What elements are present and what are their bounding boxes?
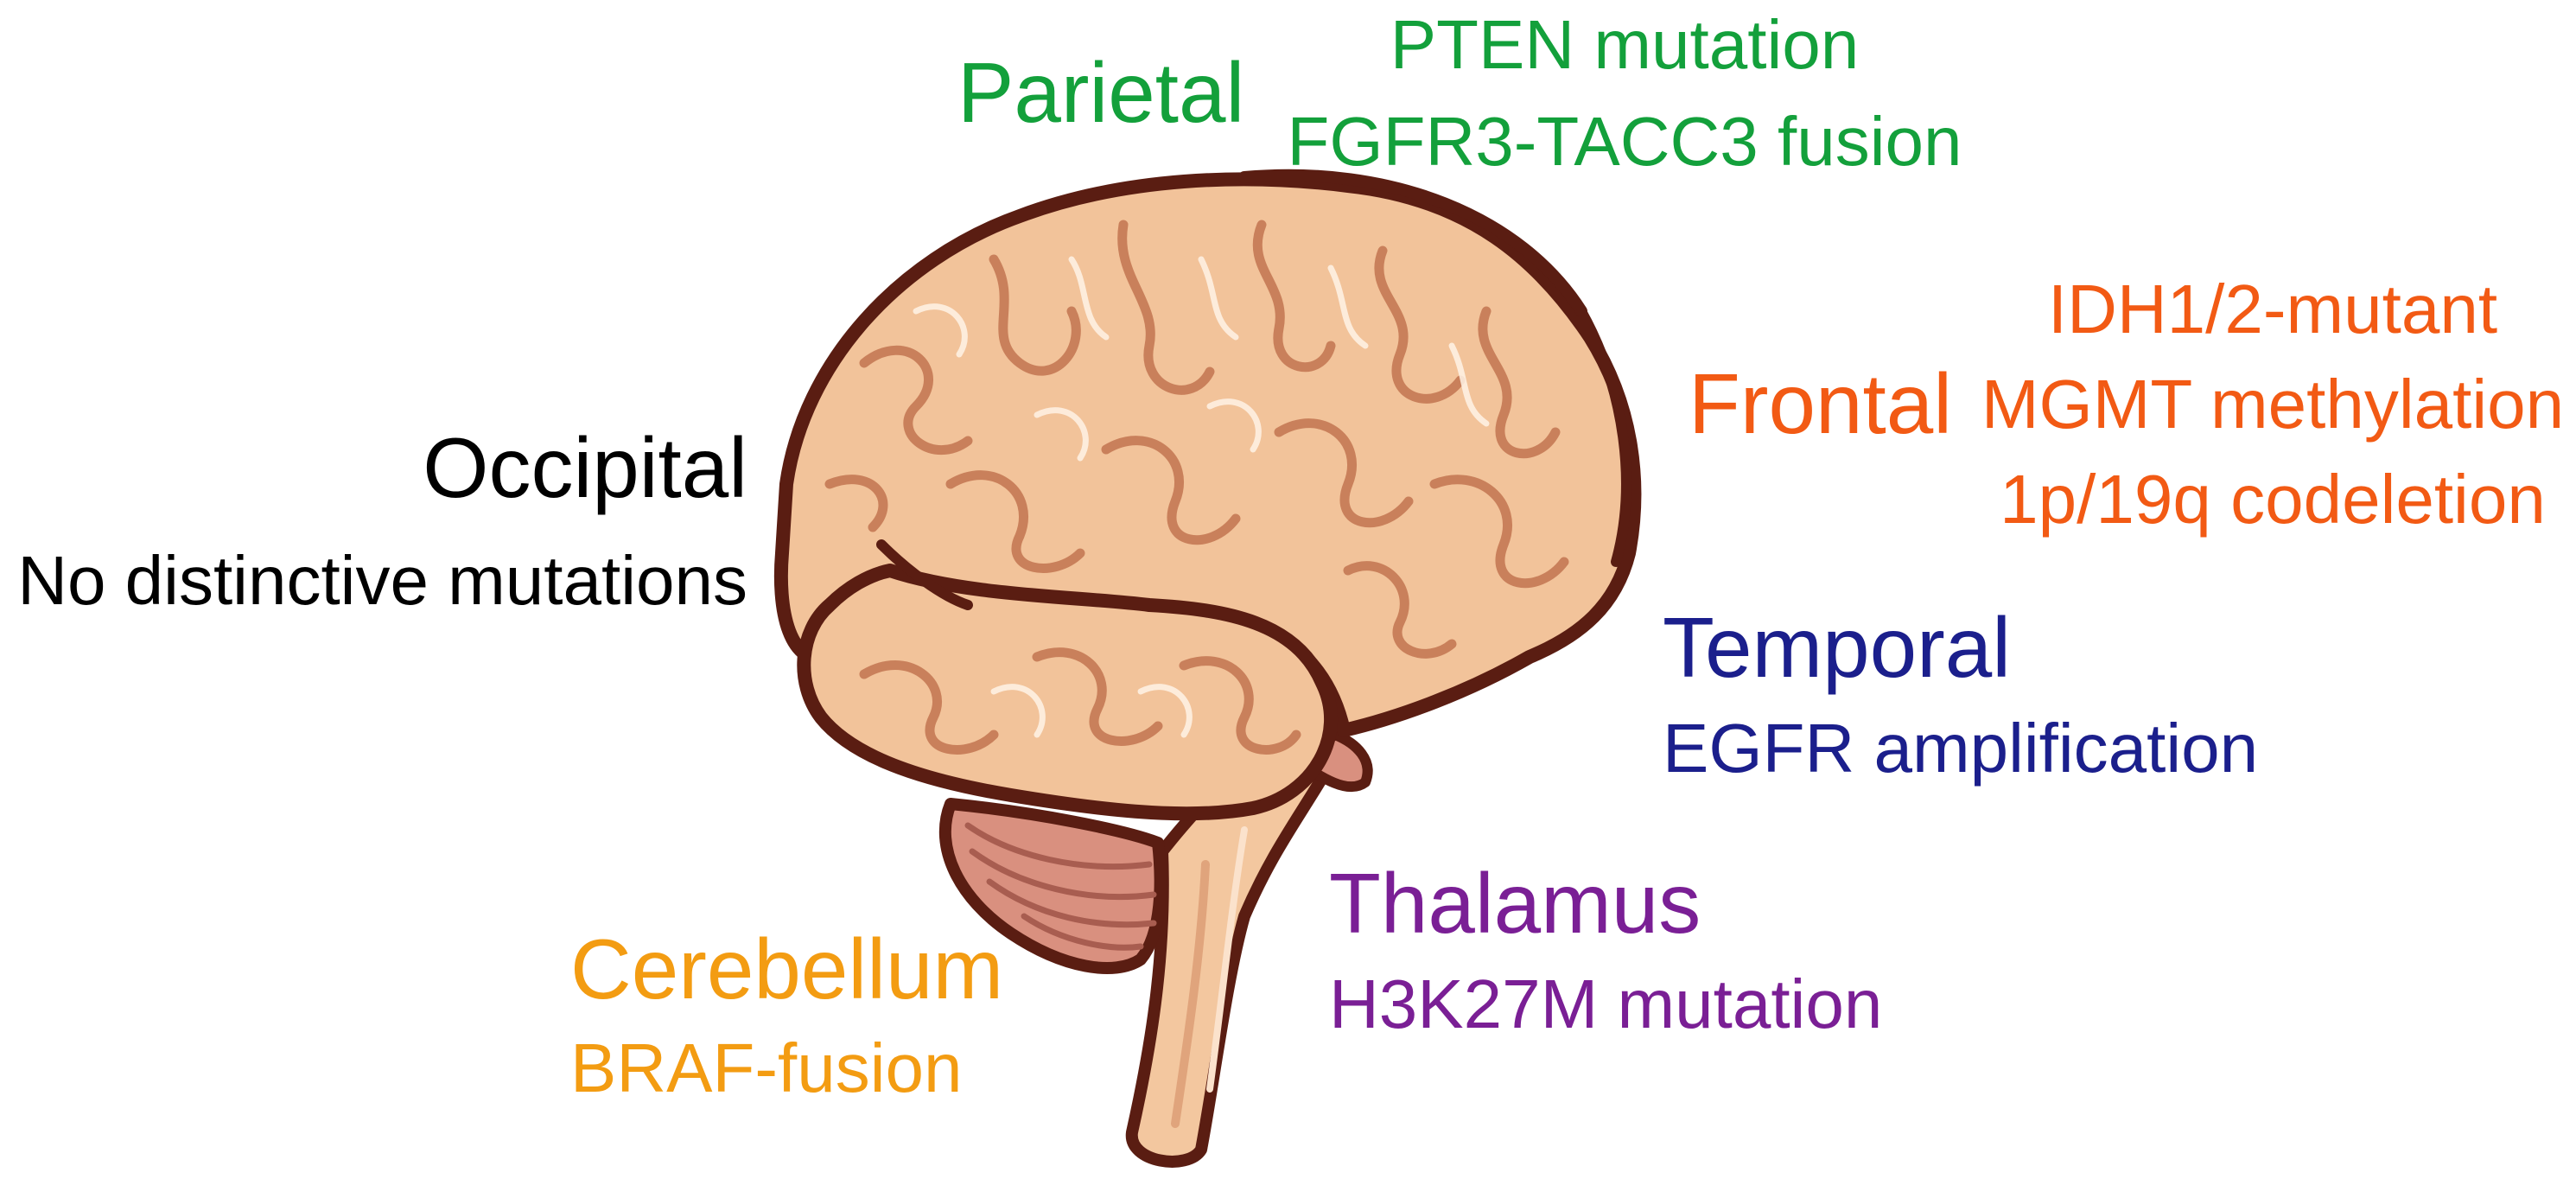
temporal-lobe-shape bbox=[797, 564, 1338, 821]
thalamus-label: Thalamus bbox=[1329, 856, 1701, 951]
cerebellum-label: Cerebellum bbox=[570, 921, 1004, 1016]
occipital-label: Occipital bbox=[423, 420, 747, 515]
temporal-label: Temporal bbox=[1663, 600, 2012, 695]
parietal-mutation-1: PTEN mutation bbox=[1390, 6, 1860, 83]
parietal-label: Parietal bbox=[957, 45, 1245, 140]
occipital-mutation-1: No distinctive mutations bbox=[17, 542, 747, 619]
frontal-label: Frontal bbox=[1689, 356, 1953, 451]
thalamus-mutation-1: H3K27M mutation bbox=[1329, 965, 1883, 1042]
frontal-mutation-1: IDH1/2-mutant bbox=[2047, 271, 2498, 347]
frontal-mutation-2: MGMT methylation bbox=[1981, 366, 2565, 443]
temporal-mutation-1: EGFR amplification bbox=[1663, 710, 2259, 787]
parietal-mutation-2: FGFR3-TACC3 fusion bbox=[1287, 103, 1962, 180]
cerebellum-mutation-1: BRAF-fusion bbox=[570, 1029, 963, 1106]
frontal-mutation-3: 1p/19q codeletion bbox=[2000, 461, 2546, 538]
